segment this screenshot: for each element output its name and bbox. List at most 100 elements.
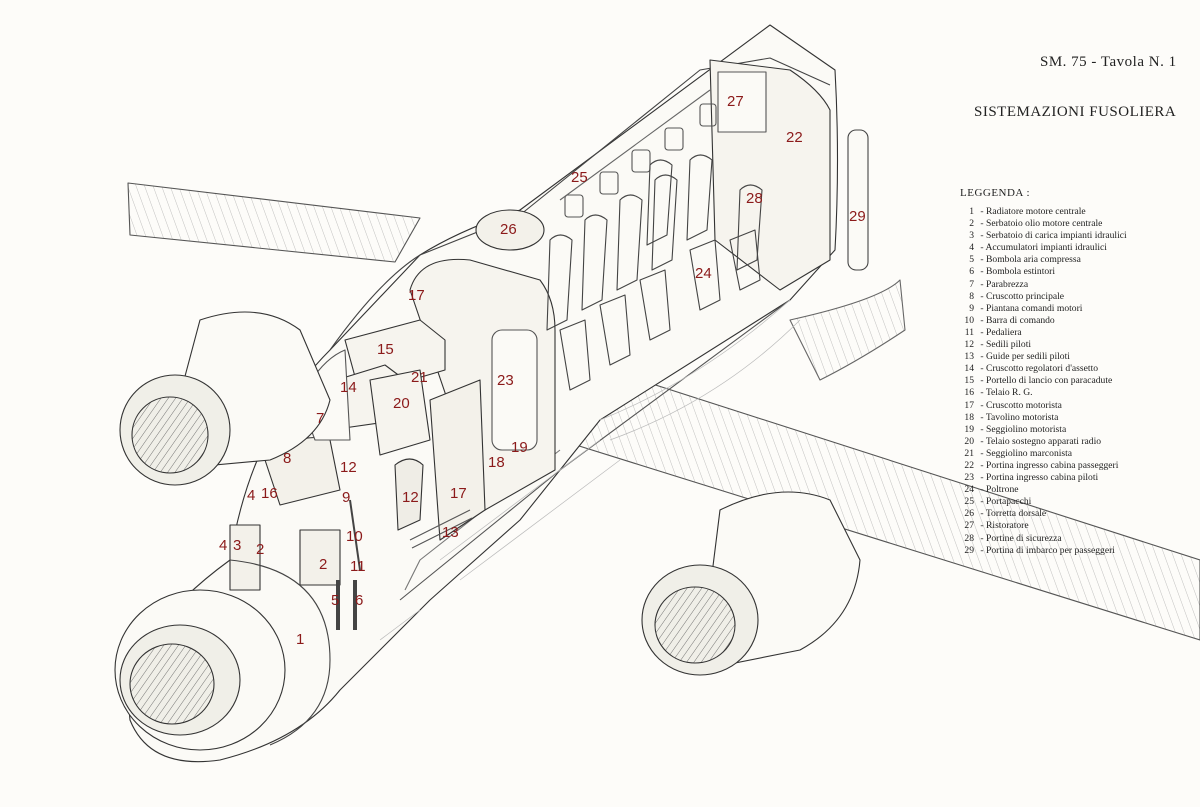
legend-item: 26 - Torretta dorsale [960,508,1127,520]
legend-item: 24 - Poltrone [960,484,1127,496]
legend-item-number: 27 [964,520,974,532]
engineer-panel [429,379,486,541]
legend-item-text: Telaio sostegno apparati radio [985,435,1102,447]
legend-item: 12 - Sedili piloti [960,339,1127,351]
legend-item-number: 4 [969,242,974,254]
legend-item-text: Ristoratore [986,520,1029,532]
callout-15: 15 [377,341,394,358]
callout-24: 24 [695,265,712,282]
callout-16: 16 [261,485,278,502]
legend-item-number: 5 [969,254,974,266]
legend-item-number: 24 [964,484,974,496]
legend-item-text: Parabrezza [986,278,1029,290]
legend-item-text: Cruscotto regolatori d'assetto [986,363,1099,375]
callout-17: 17 [450,485,467,502]
legend-item-number: 14 [964,363,974,375]
legend-item-text: Cruscotto motorista [986,399,1062,411]
page-title: SISTEMAZIONI FUSOLIERA [974,104,1177,120]
legend-item: 1 - Radiatore motore centrale [960,206,1127,218]
legend-item-text: Bombola estintori [986,266,1056,278]
callout-22: 22 [786,129,803,146]
legend-item-number: 17 [964,399,974,411]
legend-item: 8 - Cruscotto principale [960,291,1127,303]
legend-item-number: 26 [964,508,974,520]
legend-heading: LEGGENDA : [960,187,1031,199]
legend-item: 6 - Bombola estintori [960,266,1127,278]
callout-12b: 12 [340,459,357,476]
legend-item: 23 - Portina ingresso cabina piloti [960,472,1127,484]
legend-item-text: Radiatore motore centrale [986,206,1086,217]
legend-item: 5 - Bombola aria compressa [960,254,1127,266]
legend-item: 10 - Barra di comando [960,315,1127,327]
left-wing [127,182,421,263]
legend-item: 17 - Cruscotto motorista [960,400,1127,412]
legend-item-number: 12 [964,339,974,351]
legend-item-number: 6 [969,266,974,278]
legend-item: 21 - Seggiolino marconista [960,448,1127,460]
legend-item: 15 - Portello di lancio con paracadute [960,375,1127,387]
callout-9: 9 [342,489,351,506]
legend-item: 13 - Guide per sedili piloti [960,351,1127,363]
right-engine-intake [654,586,736,664]
legend-item: 25 - Portapacchi [960,496,1127,508]
legend-item-text: Portapacchi [986,496,1032,508]
callout-2b: 2 [319,556,328,573]
legend-item-text: Piantana comandi motori [986,302,1083,314]
callout-13: 13 [442,524,459,541]
callout-20: 20 [393,395,410,412]
legend-item-number: 2 [969,218,974,230]
legend-item: 22 - Portina ingresso cabina passeggeri [960,460,1127,472]
callout-18: 18 [488,454,505,471]
legend-item-number: 28 [964,532,974,544]
legend-item-number: 15 [964,375,974,387]
legend-item-text: Serbatoio olio motore centrale [986,218,1103,230]
callout-17b: 17 [408,287,425,304]
nose-engine-intake [129,643,215,725]
legend-item-text: Portine di sicurezza [986,532,1062,544]
pilot-seat [394,458,424,531]
callout-3: 3 [233,537,242,554]
callout-26: 26 [500,221,517,238]
legend-item-number: 23 [964,472,974,484]
legend-item: 14 - Cruscotto regolatori d'assetto [960,363,1127,375]
legend-item: 29 - Portina di imbarco per passeggeri [960,545,1127,557]
callout-23: 23 [497,372,514,389]
legend-item: 4 - Accumulatori impianti idraulici [960,242,1127,254]
legend-item: 16 - Telaio R. G. [960,387,1127,399]
callout-11: 11 [350,558,366,575]
legend-item-number: 19 [964,423,974,435]
callout-19: 19 [511,439,528,456]
legend-item-number: 18 [964,411,974,423]
door-cockpit [491,329,538,451]
legend-item: 28 - Portine di sicurezza [960,533,1127,545]
legend-item-text: Cruscotto principale [986,290,1065,302]
legend-item: 7 - Parabrezza [960,279,1127,291]
left-engine-intake [131,396,209,474]
legend-item: 3 - Serbatoio di carica impianti idrauli… [960,230,1126,242]
parcel-rack [559,89,711,201]
legend-item-number: 8 [969,290,974,302]
legend-item-number: 1 [969,206,974,217]
radio-frame [369,369,431,456]
callout-21: 21 [411,369,428,386]
dorsal-turret [475,209,545,251]
legend-item-number: 22 [964,459,974,471]
legend-item-text: Portello di lancio con paracadute [986,375,1113,387]
legend-item-text: Seggiolino motorista [986,423,1067,435]
tanks [299,529,341,586]
rear-wing-root [789,279,906,381]
legend-item-number: 21 [964,447,974,459]
legend-item-number: 29 [964,544,974,556]
cabin-windows [564,103,717,218]
callout-8: 8 [283,450,292,467]
callout-25: 25 [571,169,588,186]
legend-item-text: Torretta dorsale [985,508,1047,520]
legend-item: 11 - Pedaliera [960,327,1127,339]
legend-item-number: 11 [964,326,974,338]
legend-item-number: 20 [964,435,974,447]
callout-29: 29 [849,208,866,225]
callout-7: 7 [316,410,325,427]
callout-10: 10 [346,528,363,545]
